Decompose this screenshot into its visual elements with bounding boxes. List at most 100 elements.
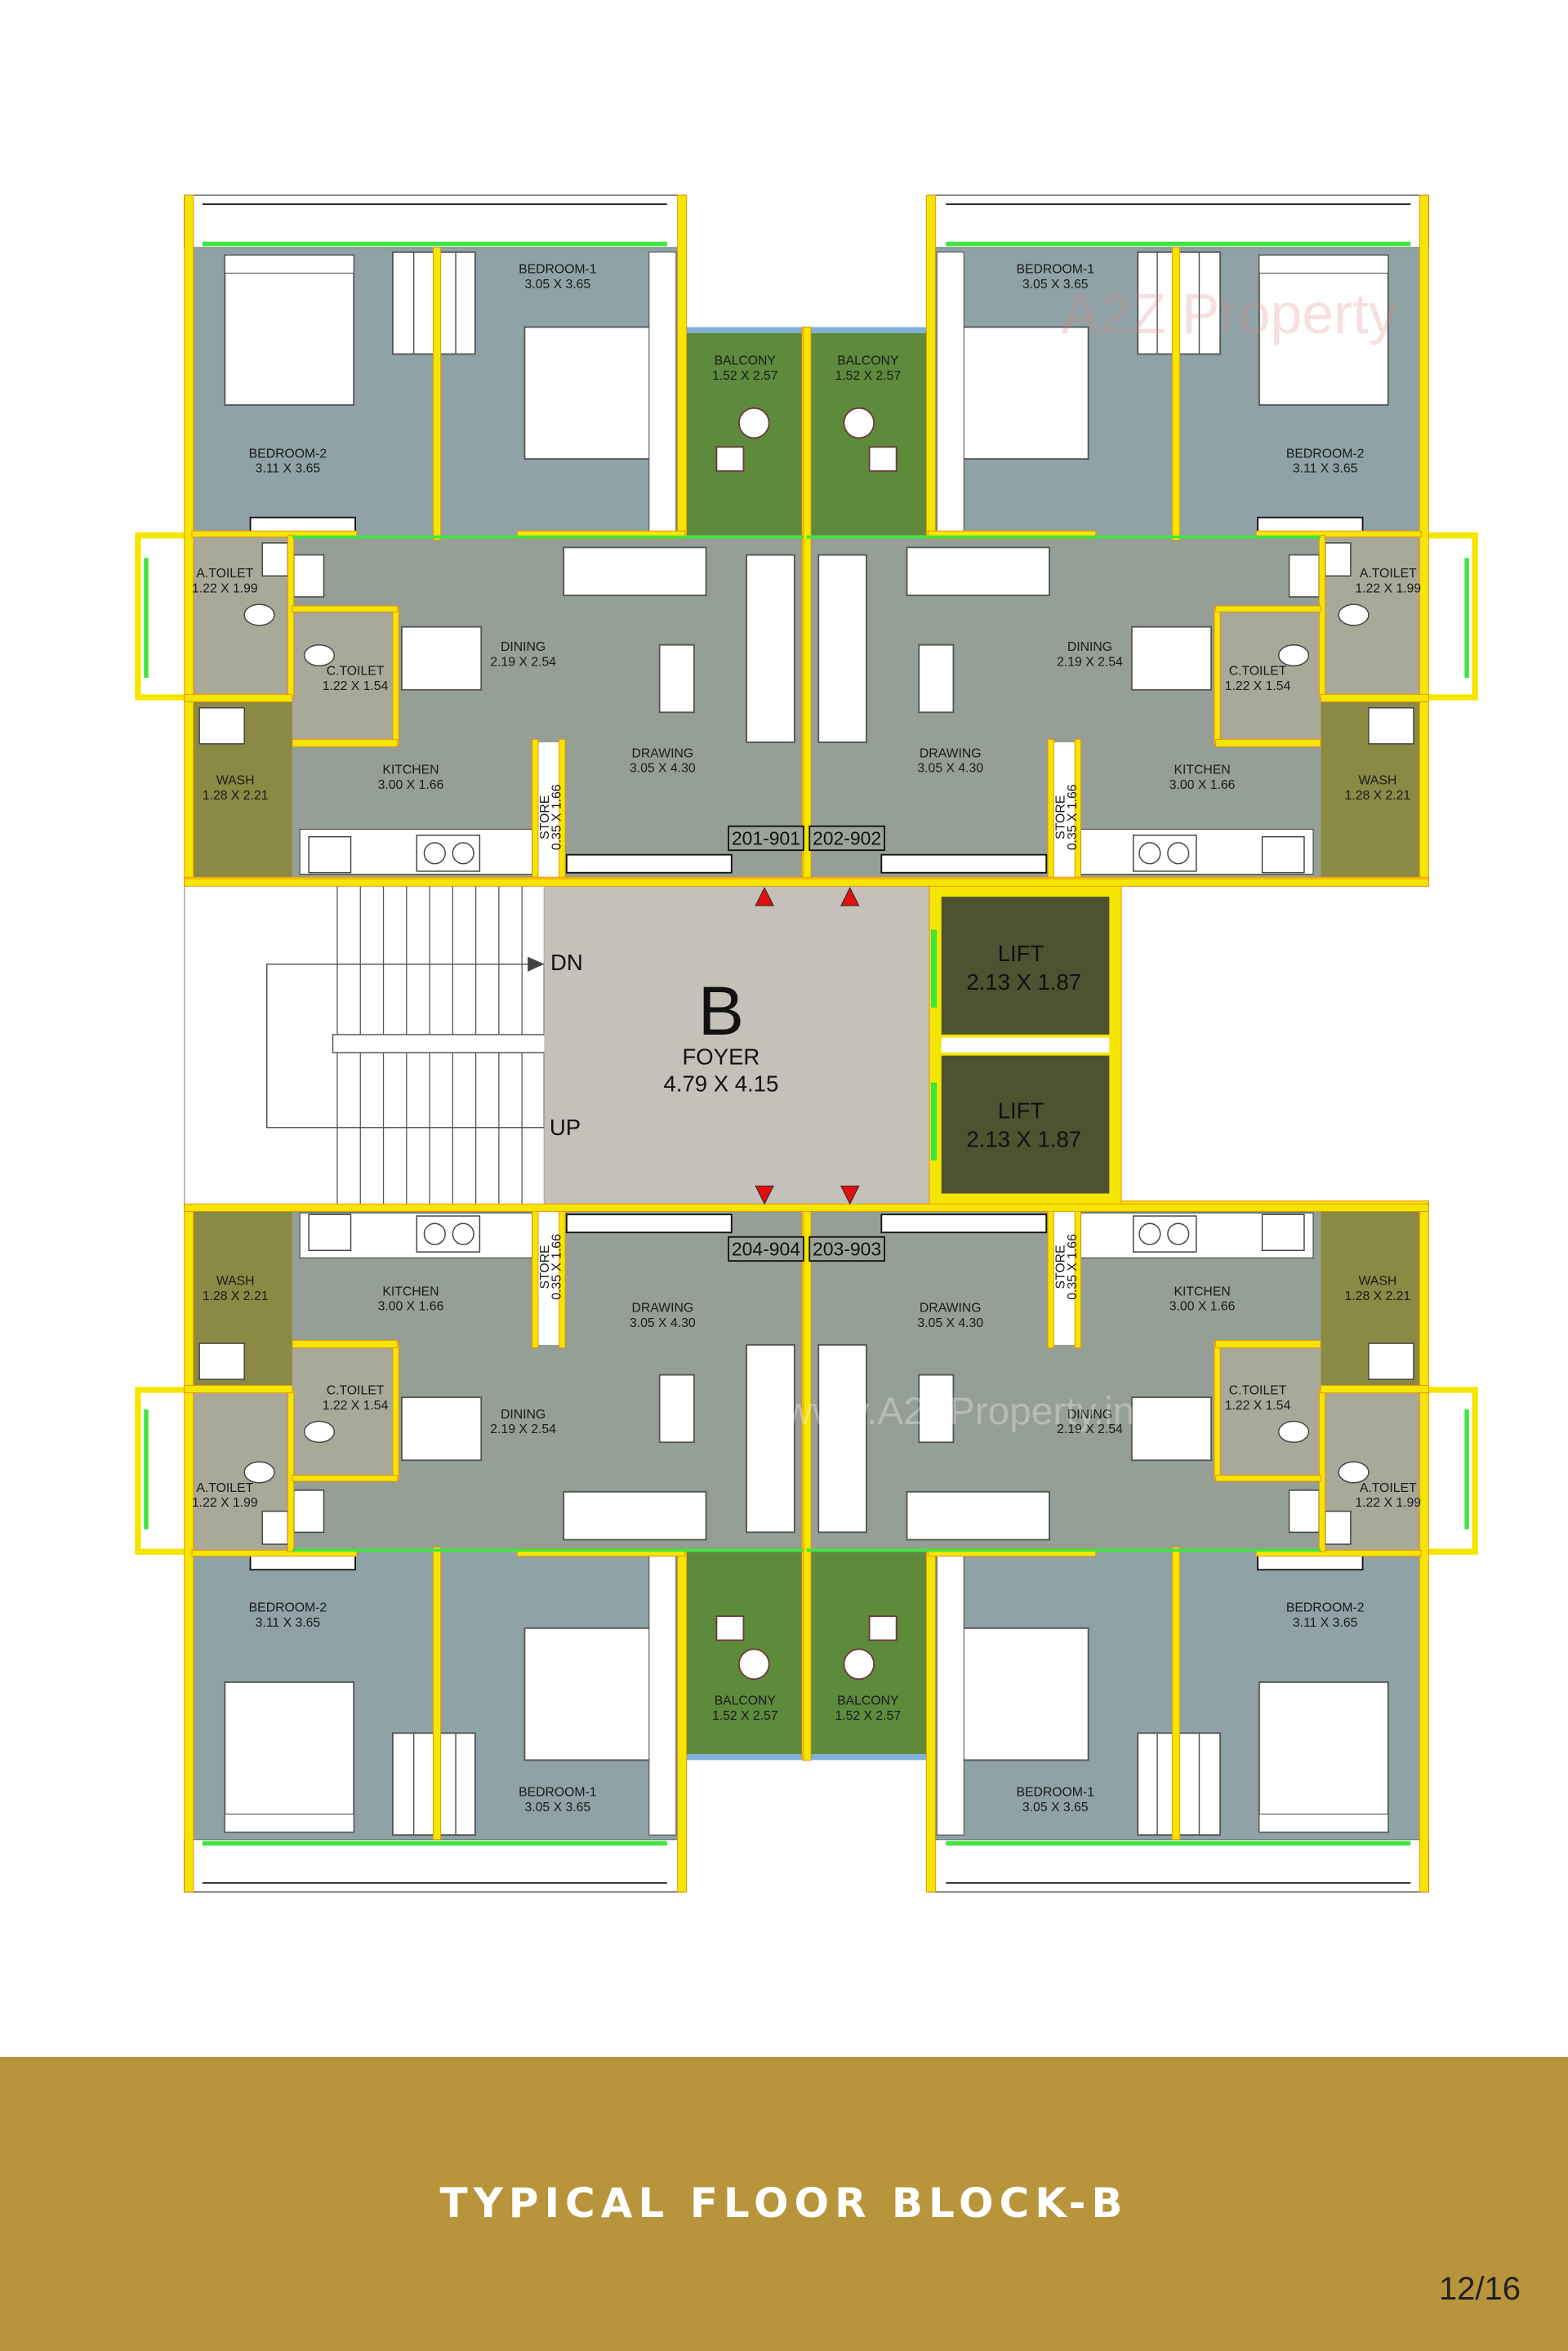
wall (292, 738, 398, 747)
wc (303, 1420, 336, 1443)
room-name: STORE (538, 795, 552, 839)
room-name: KITCHEN (382, 764, 439, 777)
room-size: 3.11 X 3.65 (1293, 1616, 1358, 1630)
wall (1255, 530, 1422, 538)
flat-201-901 (135, 194, 810, 887)
page-number: 12/16 (1438, 2271, 1521, 2307)
burner (1167, 1222, 1190, 1245)
wall (1215, 1475, 1321, 1482)
sofa (563, 1490, 707, 1541)
wall (1215, 1339, 1321, 1349)
side-table (936, 1552, 964, 1836)
stove (1132, 1215, 1197, 1253)
unit-label-box (808, 825, 885, 852)
wall (433, 1547, 442, 1841)
flat-202-902 (803, 194, 1478, 887)
burner (1167, 842, 1190, 865)
wall (803, 1204, 812, 1761)
room-name: DINING (501, 640, 546, 654)
wc (1338, 1461, 1370, 1484)
window-strip (202, 1841, 667, 1846)
room-size: 3.05 X 4.30 (917, 1316, 983, 1330)
sofa (817, 1344, 867, 1534)
room-size: 0.35 X 1.66 (1066, 1234, 1080, 1300)
lift-car (941, 897, 1110, 1035)
room-name: DINING (1067, 1408, 1112, 1422)
room-size: 1.52 X 2.57 (835, 369, 901, 383)
stove (1132, 835, 1197, 872)
washing-machine (1368, 707, 1414, 745)
room-name: STORE (1054, 795, 1067, 839)
room-name: BEDROOM-1 (1016, 262, 1094, 276)
lift-car (941, 1055, 1110, 1194)
wash-basin (1324, 542, 1352, 577)
arrow-icon (528, 956, 545, 972)
room-size: 3.05 X 3.65 (525, 1801, 591, 1814)
top-balcony-band (927, 1839, 1429, 1893)
room-size: 3.00 X 1.66 (378, 1300, 444, 1314)
balcony-chair (868, 1615, 898, 1641)
room-name: C.TOILET (1229, 1383, 1287, 1397)
handrail (332, 1034, 555, 1053)
wall (184, 693, 293, 702)
room-store (1050, 742, 1078, 878)
entry-arrow-icon (840, 887, 860, 906)
block-letter: B (698, 973, 744, 1049)
room-name: C.TOILET (327, 664, 385, 678)
wall (925, 194, 936, 538)
side-table (648, 252, 677, 535)
wall (803, 327, 812, 883)
wall (184, 1203, 1429, 1213)
sofa (906, 546, 1050, 597)
room-name: STORE (1054, 1245, 1067, 1289)
room-name: A.TOILET (1360, 1481, 1417, 1495)
unit-number: 202-902 (813, 828, 881, 849)
kitchen-sink (1261, 1213, 1305, 1252)
room-name: WASH (1359, 773, 1397, 787)
opening-strip (806, 1548, 1321, 1552)
balcony-railing (684, 1754, 807, 1761)
wc (243, 603, 275, 626)
wall (1214, 1341, 1221, 1481)
room-size: 1.22 X 1.99 (192, 581, 258, 595)
sliding-door (880, 853, 1048, 874)
balcony-table (843, 407, 875, 439)
side-table (648, 1552, 677, 1836)
unit-number: 204-904 (732, 1239, 800, 1260)
window-strip (144, 1409, 149, 1529)
wall (287, 1389, 295, 1552)
balcony-table (738, 407, 770, 439)
window-strip (202, 241, 667, 247)
balcony-table (738, 1648, 770, 1681)
room-store (535, 742, 563, 878)
wall (292, 605, 398, 612)
room-name: C.TOILET (1229, 664, 1287, 678)
entry-arrow-icon (755, 1185, 774, 1205)
room-size: 3.05 X 3.65 (525, 278, 591, 292)
room-store (535, 1209, 563, 1345)
wall (287, 535, 295, 698)
kitchen-sink (1261, 835, 1305, 874)
room-c-toilet (292, 612, 393, 743)
room-name: BALCONY (715, 354, 777, 367)
window-strip (946, 1841, 1411, 1846)
room-name: BALCONY (837, 1694, 899, 1708)
unit-label-box (728, 1236, 804, 1262)
room-size: 3.05 X 3.65 (1022, 1801, 1089, 1814)
room-name: DINING (1067, 640, 1112, 654)
sliding-window (249, 1553, 356, 1571)
room-size: 1.22 X 1.54 (1225, 679, 1291, 693)
sliding-window (249, 516, 356, 533)
wash-basin (1288, 1489, 1321, 1534)
wall (1320, 693, 1429, 702)
bed-pillow (1258, 254, 1389, 274)
room-c-toilet (292, 1344, 393, 1476)
